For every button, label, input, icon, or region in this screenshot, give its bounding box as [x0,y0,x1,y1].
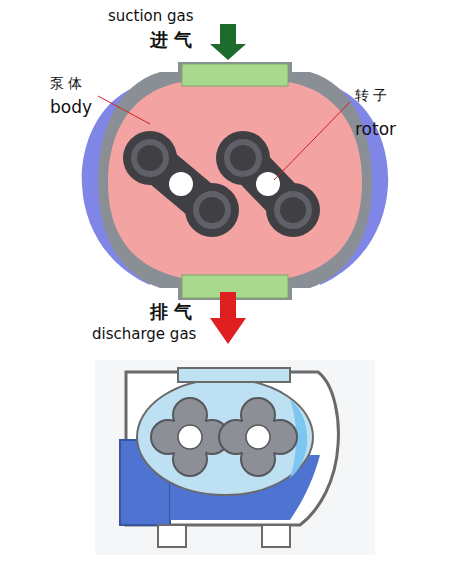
body-label: body [50,98,92,117]
rotor-right [216,131,320,237]
lobe-rotor [151,398,229,476]
discharge-arrow [210,292,246,344]
foot-right [262,525,290,547]
chamber [137,379,313,495]
lobe-rotor [219,398,297,476]
body-leader-line [98,96,150,124]
inlet-port [182,64,288,86]
discharge-label: discharge gas [92,326,196,343]
rotor-label-cn: 转 子 [355,88,387,103]
background-panel [95,360,375,555]
rotor-label: rotor [355,120,396,139]
roots-pump-section [95,360,375,555]
suction-label: suction gas [108,8,194,25]
top-port [178,368,290,382]
suction-arrow [210,24,246,60]
foot-left [158,525,186,547]
discharge-label-cn: 排 气 [150,302,192,322]
pump-chamber [108,82,362,278]
suction-label-cn: 进 气 [150,30,192,50]
rotor-leader-line [274,102,350,180]
body-label-cn: 泵 体 [50,76,82,91]
pump-body-frame [98,62,372,300]
